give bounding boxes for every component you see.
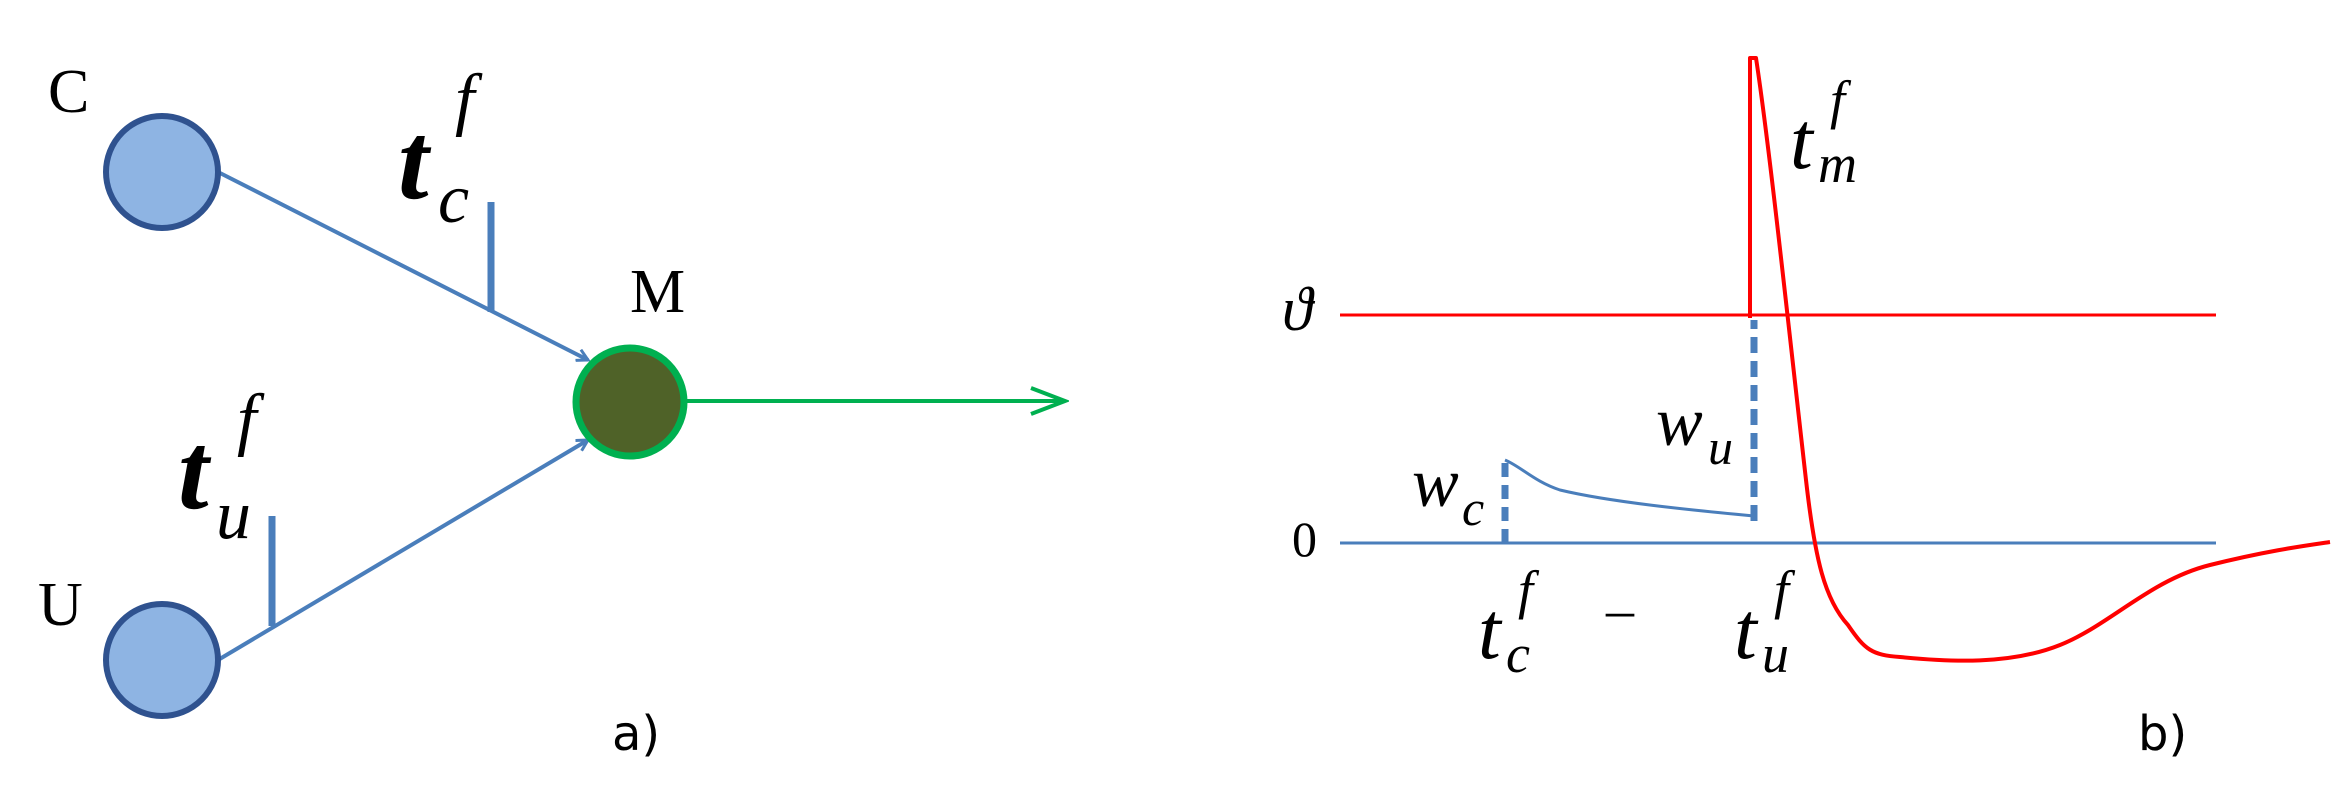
spike-time-c-sub: c — [438, 161, 469, 238]
panel-a: C U M t f c t f u a) — [38, 58, 1065, 762]
time-m-base: t — [1790, 95, 1815, 186]
neuron-c — [103, 113, 221, 231]
panel-b-caption: b) — [2138, 706, 2187, 762]
time-u-sub: u — [1762, 624, 1789, 684]
zero-label: 0 — [1292, 511, 1317, 567]
time-c-base: t — [1478, 585, 1503, 676]
threshold-label: ϑ — [1282, 276, 1316, 344]
neuron-c-label: C — [48, 58, 89, 126]
weight-u-label: w u — [1656, 384, 1733, 475]
time-u-sup: f — [1774, 560, 1796, 620]
neuron-u — [103, 601, 221, 719]
spike-time-u-sub: u — [216, 477, 251, 554]
time-m-sub: m — [1818, 134, 1857, 194]
time-u-label: t f u — [1734, 560, 1796, 684]
weight-c-base: w — [1412, 445, 1459, 522]
synapse-u-to-m — [216, 438, 588, 662]
weight-c-label: w c — [1412, 445, 1484, 536]
spike-time-c-sup: f — [455, 61, 483, 138]
neuron-u-label: U — [38, 571, 83, 639]
time-m-sup: f — [1830, 70, 1852, 130]
membrane-potential-curve — [1504, 458, 1755, 518]
panel-a-caption: a) — [612, 706, 660, 762]
time-c-sup: f — [1518, 560, 1540, 620]
weight-c-sub: c — [1462, 480, 1484, 536]
spike-time-u-label: t f u — [178, 381, 265, 554]
weight-u-sub: u — [1708, 419, 1733, 475]
time-separator: – — [1605, 579, 1635, 641]
time-c-sub: c — [1506, 624, 1530, 684]
neuron-m-label: M — [630, 258, 685, 326]
spike-time-c-label: t f c — [398, 61, 483, 238]
neuron-m — [572, 344, 688, 460]
spike-time-u-sup: f — [237, 381, 265, 458]
time-u-base: t — [1734, 585, 1759, 676]
spike-time-u-base: t — [178, 410, 212, 532]
panel-b: ϑ 0 w c w u t f c – t f u t f m b) — [1282, 56, 2331, 762]
weight-u-base: w — [1656, 384, 1703, 461]
time-m-label: t f m — [1790, 70, 1857, 194]
action-potential-spike — [1748, 56, 2331, 663]
time-c-label: t f c — [1478, 560, 1540, 684]
spike-time-c-base: t — [398, 100, 432, 222]
synapse-c-to-m — [217, 170, 588, 360]
